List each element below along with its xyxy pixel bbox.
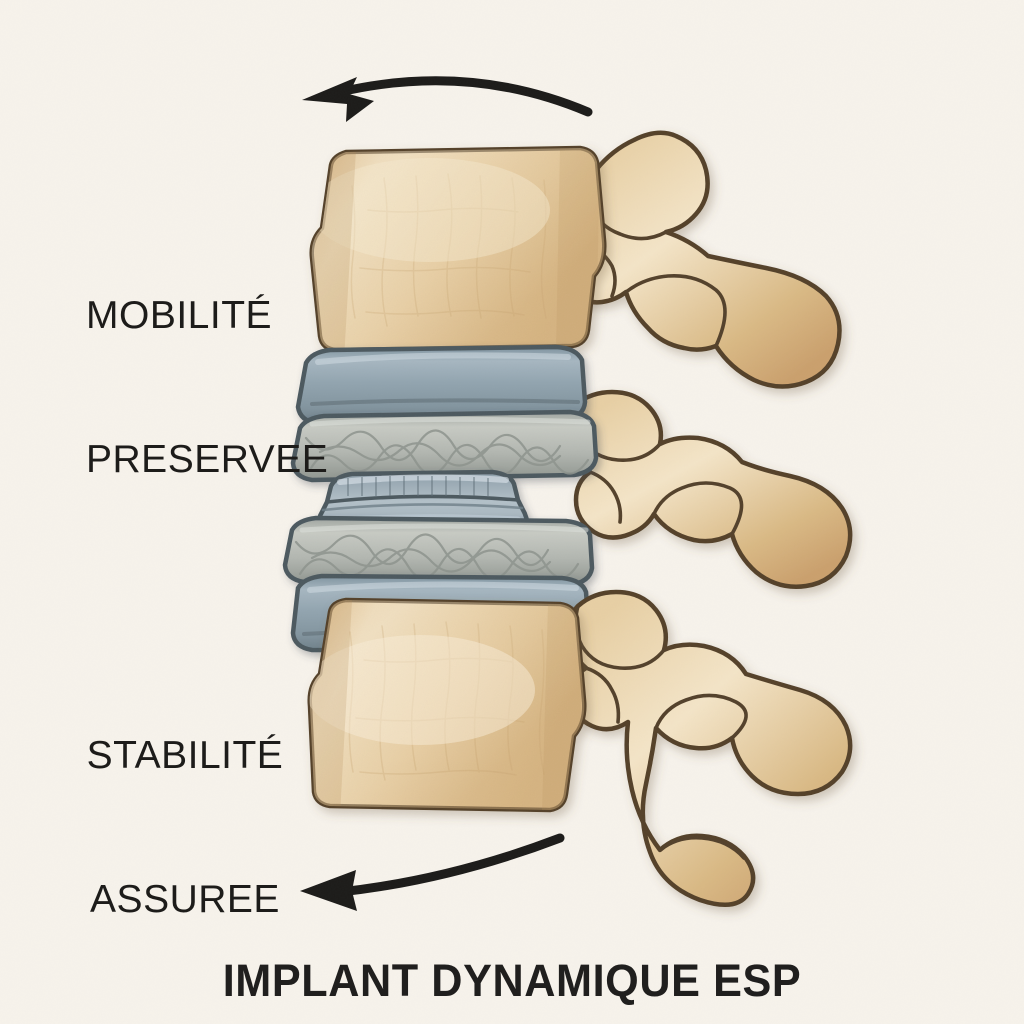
label-stability-line1: STABILITÉ	[86, 734, 284, 777]
label-mobility-line2: PRESERVEE	[86, 438, 329, 481]
label-mobility-line1: MOBILITÉ	[86, 294, 273, 337]
label-mobility-preserved: MOBILITÉ PRESERVEE	[86, 196, 328, 580]
label-stability-assured: STABILITÉ ASSUREE	[80, 636, 290, 1020]
caption-title: IMPLANT DYNAMIQUE ESP	[222, 955, 802, 1006]
label-stability-line2: ASSUREE	[90, 878, 280, 921]
